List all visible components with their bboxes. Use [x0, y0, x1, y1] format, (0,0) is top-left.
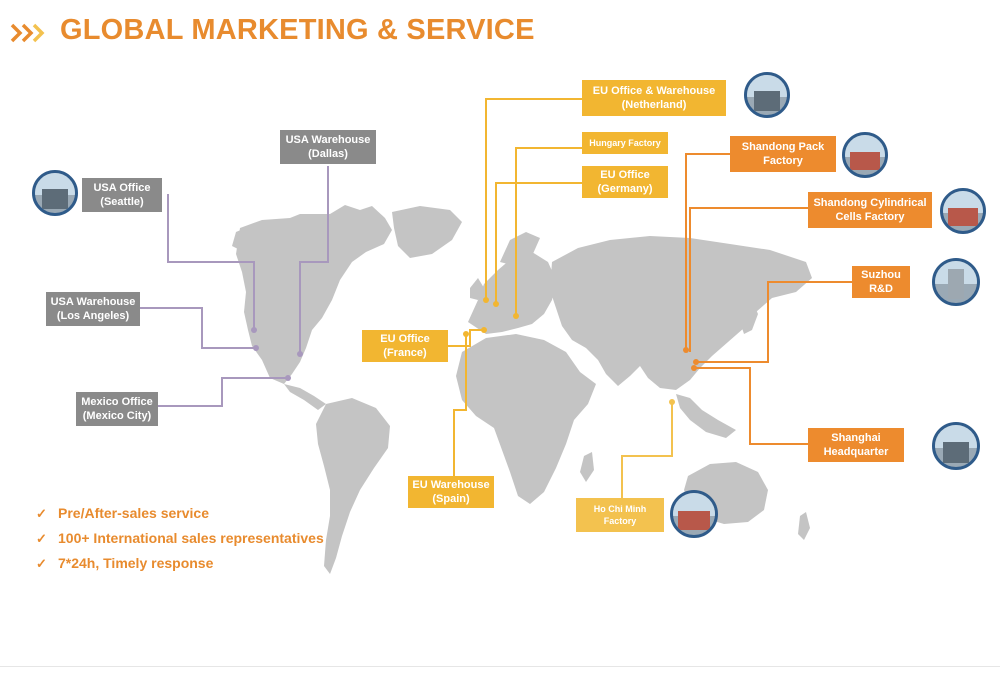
- label-shandong-pack: Shandong Pack Factory: [730, 136, 836, 172]
- americas-connectors: [134, 166, 329, 407]
- north-america: [236, 205, 392, 384]
- label-usa-dallas: USA Warehouse (Dallas): [280, 130, 376, 164]
- new-zealand: [798, 512, 810, 540]
- footer-divider: [0, 666, 1000, 667]
- check-icon: ✓: [36, 556, 47, 571]
- japan: [740, 300, 758, 334]
- europe: [468, 252, 556, 334]
- africa: [456, 334, 596, 504]
- label-hungary: Hungary Factory: [582, 132, 668, 154]
- label-eu-germany: EU Office (Germany): [582, 166, 668, 198]
- building-photo-icon: [744, 72, 790, 118]
- page-title: GLOBAL MARKETING & SERVICE: [60, 14, 535, 46]
- south-america: [316, 398, 390, 574]
- building-photo-icon: [32, 170, 78, 216]
- building-photo-icon: [670, 490, 718, 538]
- label-usa-los-angeles: USA Warehouse (Los Angeles): [46, 292, 140, 326]
- label-eu-netherland: EU Office & Warehouse (Netherland): [582, 80, 726, 116]
- china-connectors: [685, 153, 852, 445]
- label-usa-seattle: USA Office (Seattle): [82, 178, 162, 212]
- label-mexico-city: Mexico Office (Mexico City): [76, 392, 158, 426]
- vietnam-connector: [621, 402, 673, 498]
- building-photo-icon: [932, 258, 980, 306]
- list-item: ✓Pre/After-sales service: [36, 503, 324, 528]
- europe-markers: [463, 297, 519, 337]
- central-america: [284, 384, 326, 410]
- building-photo-icon: [842, 132, 888, 178]
- label-shanghai: Shanghai Headquarter: [808, 428, 904, 462]
- list-item: ✓7*24h, Timely response: [36, 553, 324, 578]
- check-icon: ✓: [36, 506, 47, 521]
- double-chevron-icon: [10, 23, 45, 43]
- label-eu-spain: EU Warehouse (Spain): [408, 476, 494, 508]
- china-markers: [683, 347, 699, 371]
- europe-connectors: [448, 98, 582, 478]
- building-photo-icon: [932, 422, 980, 470]
- alaska: [232, 226, 262, 252]
- americas-markers: [251, 327, 303, 381]
- land-masses: [232, 205, 812, 574]
- scandinavia: [500, 232, 540, 266]
- uk: [470, 278, 484, 300]
- asia: [550, 236, 812, 390]
- building-photo-icon: [940, 188, 986, 234]
- greenland: [392, 206, 462, 258]
- label-ho-chi-minh: Ho Chi Minh Factory: [576, 498, 664, 532]
- label-suzhou: Suzhou R&D: [852, 266, 910, 298]
- list-item: ✓100+ International sales representative…: [36, 528, 324, 553]
- check-icon: ✓: [36, 531, 47, 546]
- southeast-asia: [676, 394, 736, 438]
- service-list: ✓Pre/After-sales service ✓100+ Internati…: [36, 503, 324, 578]
- label-eu-france: EU Office (France): [362, 330, 448, 362]
- label-shandong-cylindrical: Shandong Cylindrical Cells Factory: [808, 192, 932, 228]
- madagascar: [580, 452, 594, 482]
